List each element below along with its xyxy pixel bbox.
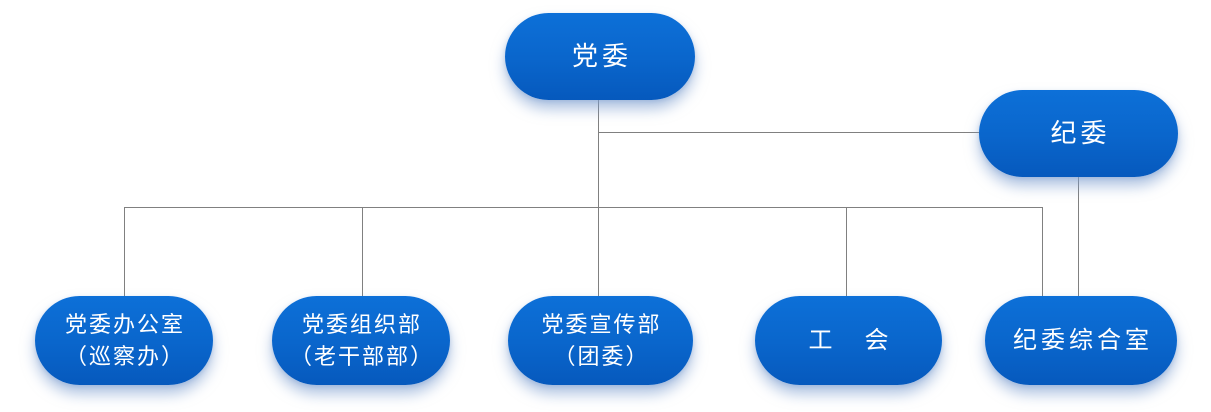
org-node-label-line2: （团委）	[553, 343, 650, 369]
org-node-zongheshi: 纪委综合室	[985, 296, 1177, 385]
org-node-gonghui: 工 会	[755, 296, 942, 385]
org-node-jiwei: 纪委	[979, 90, 1178, 177]
org-node-label: 党委	[571, 41, 632, 71]
connector-drop-bangongshi	[124, 207, 125, 296]
connector-drop-gonghui	[846, 207, 847, 296]
org-node-label: 纪委综合室	[1013, 327, 1153, 354]
connector-dangwei-to-jiwei	[598, 132, 979, 133]
org-node-xuanchuanbu: 党委宣传部 （团委）	[508, 296, 693, 385]
org-node-label-line2: （老干部部）	[289, 343, 434, 369]
connector-drop-zuzhibu	[362, 207, 363, 296]
connector-children-bus	[124, 207, 1043, 208]
connector-drop-zongheshi-from-jiwei	[1078, 177, 1079, 296]
org-node-label: 纪委	[1050, 118, 1111, 148]
org-node-dangwei: 党委	[505, 13, 695, 100]
org-node-label: 工 会	[808, 327, 893, 354]
org-node-label-line2: （巡察办）	[64, 343, 185, 369]
org-node-label-line1: 党委宣传部	[541, 311, 662, 337]
org-node-zuzhibu: 党委组织部 （老干部部）	[272, 296, 450, 385]
connector-dangwei-vertical	[598, 100, 599, 296]
org-node-bangongshi: 党委办公室 （巡察办）	[35, 296, 213, 385]
org-node-label-line1: 党委办公室	[64, 311, 185, 337]
org-node-label-line1: 党委组织部	[301, 311, 422, 337]
connector-drop-zongheshi-from-bus	[1042, 207, 1043, 296]
